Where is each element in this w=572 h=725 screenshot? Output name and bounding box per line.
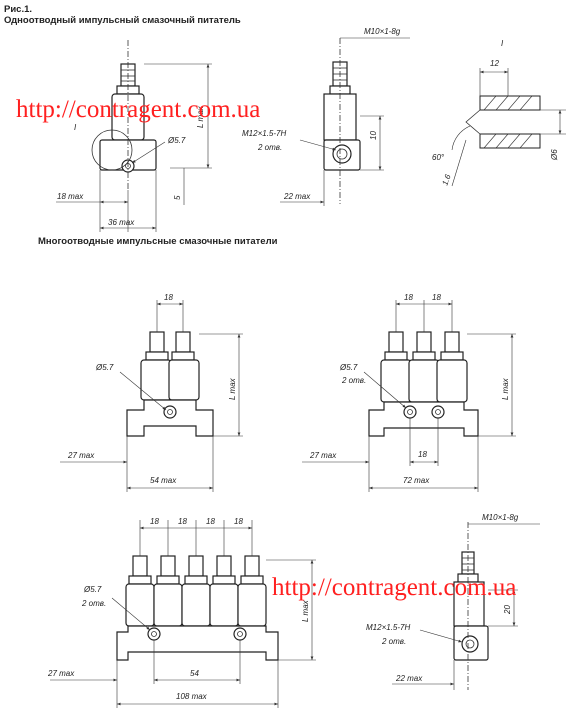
multi-feeder-title: Многоотводные импульсные смазочные питат… [38, 236, 278, 247]
three-27max-label: 27 max [309, 451, 337, 460]
figure-label: Рис.1. [4, 4, 33, 15]
single-10-label: 10 [369, 131, 378, 140]
side2-otv-label: 2 отв. [381, 637, 406, 646]
single-lmax-label: L max [196, 105, 205, 128]
two-18-label: 18 [164, 293, 173, 302]
five-18-label-2: 18 [178, 517, 187, 526]
detail-i-marker [91, 129, 133, 171]
single-m10-label: M10×1-8g [364, 27, 401, 36]
side2-22max-label: 22 max [395, 674, 423, 683]
multi-feeder-side-view [392, 522, 540, 690]
single-5-label: 5 [173, 195, 182, 200]
two-d57-label: Ø5.7 [95, 363, 114, 372]
single-22max-label: 22 max [283, 192, 311, 201]
three-otv-label: 2 отв. [341, 376, 366, 385]
detail-60deg-label: 60° [432, 153, 445, 162]
three-72max-label: 72 max [403, 476, 430, 485]
five-18-label-4: 18 [234, 517, 243, 526]
three-18b-label: 18 [432, 293, 441, 302]
detail-i-callout: I [74, 123, 77, 132]
five-d57-label: Ø5.7 [83, 585, 102, 594]
five-outlet-feeder [50, 520, 316, 708]
two-outlet-feeder [60, 300, 243, 492]
five-27max-label: 27 max [47, 669, 75, 678]
three-lmax-label: L max [501, 377, 510, 400]
side2-20-label: 20 [503, 605, 512, 615]
single-18max-label: 18 max [57, 192, 84, 201]
three-outlet-feeder [302, 300, 516, 492]
three-18a-label: 18 [404, 293, 413, 302]
watermark-bottom: http://contragent.com.ua [272, 574, 517, 601]
detail-16-label: 1.6 [440, 173, 452, 187]
five-18-label-3: 18 [206, 517, 215, 526]
three-d57-label: Ø5.7 [339, 363, 358, 372]
five-108max-label: 108 max [176, 692, 208, 701]
single-feeder-front-view [56, 40, 212, 232]
five-otv-label: 2 отв. [81, 599, 106, 608]
detail-d6-label: Ø6 [550, 149, 559, 161]
single-m12-label: M12×1.5-7H [242, 129, 286, 138]
detail-12-label: 12 [490, 59, 499, 68]
detail-i-section [451, 68, 566, 187]
side2-m10-label: M10×1-8g [482, 513, 519, 522]
three-18c-label: 18 [418, 450, 427, 459]
five-lmax-label: L max [301, 599, 310, 622]
single-otv-label: 2 отв. [257, 143, 282, 152]
two-54max-label: 54 max [150, 476, 177, 485]
single-36max-label: 36 max [108, 218, 135, 227]
detail-i-title: I [501, 39, 504, 48]
single-feeder-title: Одноотводный импульсный смазочный питате… [4, 15, 241, 26]
two-27max-label: 27 max [67, 451, 95, 460]
two-lmax-label: L max [228, 377, 237, 400]
single-feeder-side-view [280, 37, 410, 206]
side2-m12-label: M12×1.5-7H [366, 623, 410, 632]
five-54-label: 54 [190, 669, 199, 678]
five-18-label-1: 18 [150, 517, 159, 526]
single-d57-label: Ø5.7 [167, 136, 186, 145]
watermark-top: http://contragent.com.ua [16, 96, 261, 123]
